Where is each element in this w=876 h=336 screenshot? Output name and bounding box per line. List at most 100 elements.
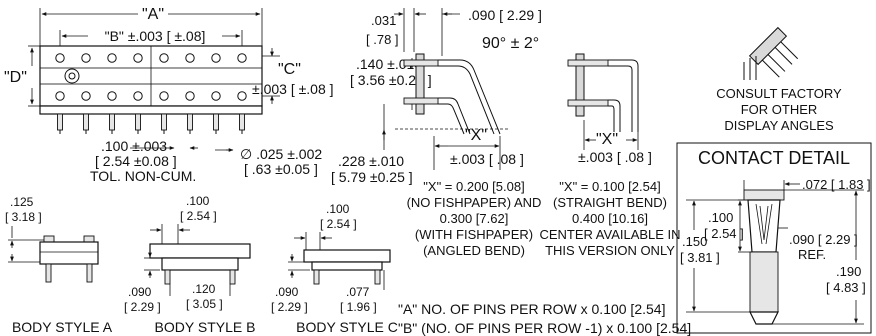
style-a-pin-top-left xyxy=(43,235,55,243)
body-style-b: .100 [ 2.54 ] .090 [ 2.29 ] .120 [ 3.05 … xyxy=(124,194,255,335)
cd-254-text: [ 2.54 ] xyxy=(704,226,744,241)
style-b-305-text: [ 3.05 ] xyxy=(186,297,223,311)
side-pin-5 xyxy=(187,113,193,131)
straight-x-label: "X" xyxy=(596,131,618,148)
tilted-lead-4 xyxy=(780,41,799,60)
hole-bottom-6 xyxy=(211,91,221,101)
angled-note-4: (WITH FISHPAPER) xyxy=(415,227,533,242)
angled-lead-upper-inner xyxy=(438,65,495,135)
formula-a: "A" NO. OF PINS PER ROW x 0.100 [2.54] xyxy=(398,301,665,317)
style-c-100-text: .100 xyxy=(326,202,350,216)
contact-detail-frame xyxy=(676,142,872,334)
cd-ref-text: REF. xyxy=(798,247,826,262)
style-c-label: BODY STYLE C xyxy=(296,319,398,335)
side-pin-6 xyxy=(213,113,219,131)
hole-bottom-0 xyxy=(55,91,65,101)
straight-lead-inner xyxy=(608,99,621,132)
consult-view: CONSULT FACTORY FOR OTHER DISPLAY ANGLES xyxy=(716,26,842,133)
tilted-connector xyxy=(748,26,799,78)
angled-upper-body xyxy=(403,59,439,67)
angled-insulator xyxy=(415,53,425,115)
cd-150-text: .150 xyxy=(682,234,707,249)
dim-031-text: .031 xyxy=(371,13,396,28)
tilted-lead-1 xyxy=(761,59,780,78)
angle-text: 90° ± 2° xyxy=(482,35,539,52)
hole-top-7 xyxy=(237,53,247,63)
style-a-318-text: [ 3.18 ] xyxy=(5,210,42,224)
style-b-lower-body xyxy=(161,257,239,271)
formula-b: "B" (NO. OF PINS PER ROW -1) x 0.100 [2.… xyxy=(398,320,691,336)
cd-381-text: [ 3.81 ] xyxy=(680,250,720,265)
style-c-lead-right xyxy=(374,269,381,285)
contact-tip xyxy=(749,311,779,325)
side-pin-3 xyxy=(135,113,141,131)
straight-note-1: "X" = 0.100 [2.54] xyxy=(559,179,660,194)
side-pin-7 xyxy=(239,113,245,131)
pin-one-marker-inner xyxy=(68,72,76,80)
style-c-top-body xyxy=(303,249,391,263)
dim-b-text: "B" ±.003 [ ±.08] xyxy=(105,28,206,44)
formulas: "A" NO. OF PINS PER ROW x 0.100 [2.54] "… xyxy=(398,301,691,336)
style-b-label: BODY STYLE B xyxy=(155,319,256,335)
contact-detail: CONTACT DETAIL .072 [ 1.83 ] .100 [ 2.54… xyxy=(676,142,872,334)
style-b-254-text: [ 2.54 ] xyxy=(180,209,217,223)
cd-190-text: .190 xyxy=(836,264,861,279)
dim-228-text: .228 ±.010 xyxy=(338,153,404,169)
style-c-254-text: [ 2.54 ] xyxy=(320,217,357,231)
angled-lead-lower-inner xyxy=(438,103,465,135)
hole-top-6 xyxy=(211,53,221,63)
dim-078-text: [ .78 ] xyxy=(366,32,399,47)
pitch-note: TOL. NON-CUM. xyxy=(90,168,196,184)
straight-upper-body xyxy=(567,59,609,67)
angled-note-2: (NO FISHPAPER) AND xyxy=(407,195,542,210)
straight-note-3: 0.400 [10.16] xyxy=(572,211,648,226)
straight-lead-outer-inner xyxy=(608,65,633,132)
angled-note-5: (ANGLED BEND) xyxy=(423,243,525,258)
style-c-077-text: .077 xyxy=(346,285,370,299)
top-view: "A" "B" ±.003 [ ±.08] "D" "C" ±.003 [ ±.… xyxy=(4,6,334,184)
tilted-body xyxy=(748,26,788,66)
dim-d-text: "D" xyxy=(4,69,27,86)
hole-top-2 xyxy=(107,53,117,63)
straight-lower-body xyxy=(567,99,609,107)
style-b-lead-left xyxy=(164,269,171,285)
style-a-125-text: .125 xyxy=(10,195,34,209)
hole-bottom-3 xyxy=(133,91,143,101)
style-a-lead-left xyxy=(45,263,52,283)
style-c-090-text: .090 xyxy=(275,285,299,299)
side-pin-2 xyxy=(109,113,115,131)
dim-x-label: "X" xyxy=(465,127,487,144)
straight-note-2: (STRAIGHT BEND) xyxy=(553,195,667,210)
hole-top-4 xyxy=(159,53,169,63)
angled-lower-body xyxy=(403,97,439,105)
angled-lead-lower xyxy=(438,97,471,135)
style-c-lead-left xyxy=(313,269,320,285)
consult-line-3: DISPLAY ANGLES xyxy=(724,118,834,133)
side-pin-4 xyxy=(161,113,167,131)
contact-fingers xyxy=(755,203,773,245)
hole-bottom-5 xyxy=(185,91,195,101)
body-style-a: .125 [ 3.18 ] BODY STYLE A xyxy=(5,195,113,335)
dim-a-text: "A" xyxy=(142,6,164,23)
body-style-c: .100 [ 2.54 ] .090 [ 2.29 ] .077 [ 1.96 … xyxy=(271,202,398,335)
pin-dia-text-2: [ .63 ±0.05 ] xyxy=(244,161,318,177)
dim-x-tol: ±.003 [ .08 ] xyxy=(450,151,524,167)
style-a-lead-right xyxy=(86,263,93,283)
angled-note-1: "X" = 0.200 [5.08] xyxy=(423,179,524,194)
tilted-lead-2 xyxy=(767,54,786,72)
style-a-body xyxy=(39,241,99,265)
straight-x-tol: ±.003 [ .08 ] xyxy=(578,149,652,165)
straight-lead-inner-inner xyxy=(608,105,615,132)
consult-line-2: FOR OTHER xyxy=(741,102,818,117)
side-pin-0 xyxy=(57,113,63,131)
hole-top-1 xyxy=(81,53,91,63)
angled-view: .031 [ .78 ] .090 [ 2.29 ] 90° ± 2° .140… xyxy=(331,7,542,258)
style-b-top-body xyxy=(149,243,251,259)
cd-100-text: .100 xyxy=(708,210,733,225)
contact-sleeve xyxy=(747,199,781,253)
straight-note-5: THIS VERSION ONLY xyxy=(545,243,675,258)
hole-top-3 xyxy=(133,53,143,63)
side-pins xyxy=(57,113,245,134)
